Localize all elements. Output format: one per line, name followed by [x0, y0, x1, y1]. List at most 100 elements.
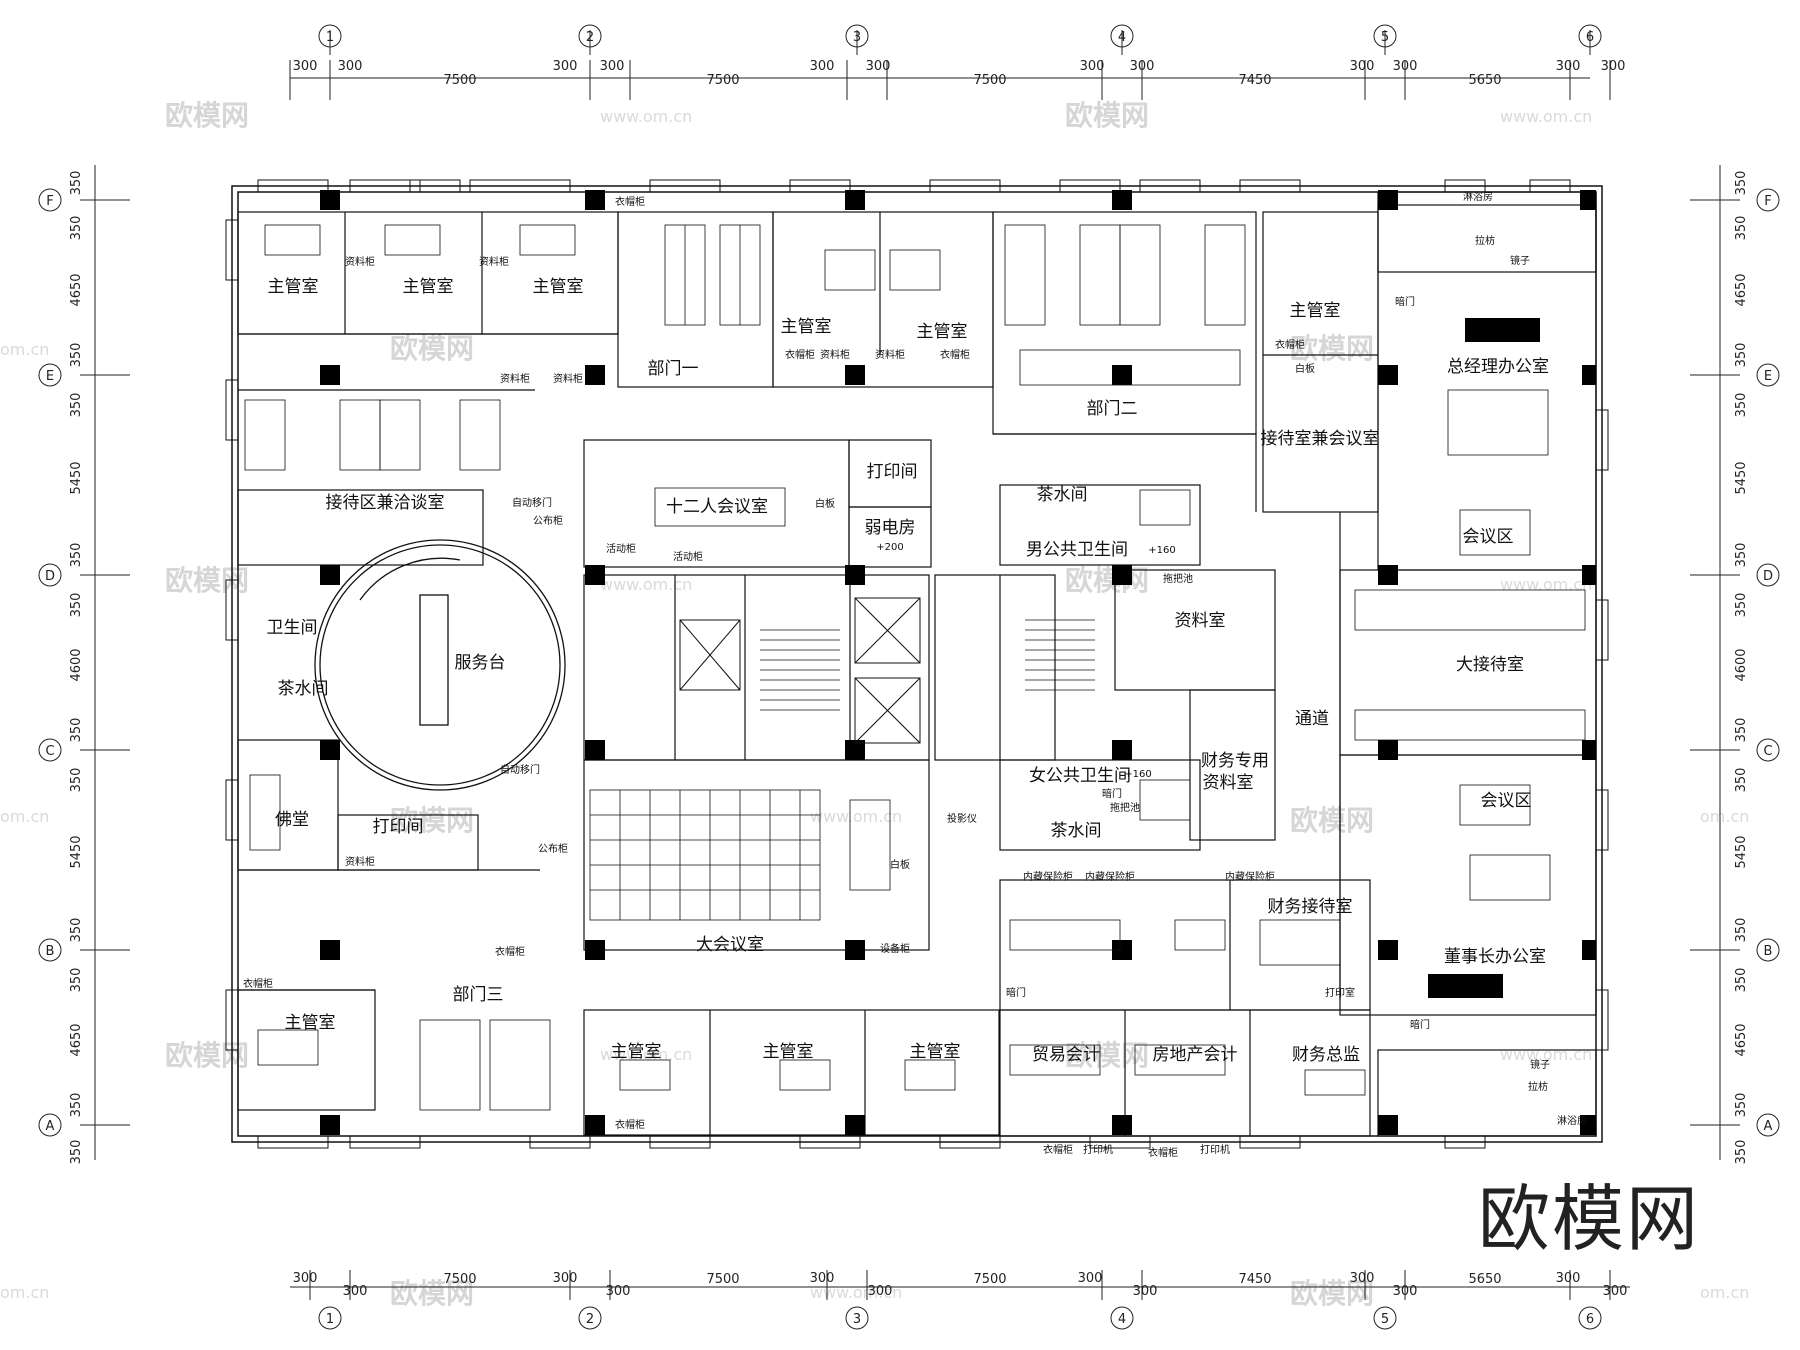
dim-span-D-C: 4600 — [69, 648, 84, 681]
axis-label-C: C — [45, 744, 54, 759]
dim-offset: 350 — [69, 593, 84, 618]
room-label-archive: 资料室 — [1175, 611, 1226, 631]
room-label-chairman-office: 董事长办公室 — [1444, 947, 1546, 967]
brand-logo: 欧模网 — [1478, 1177, 1701, 1261]
grid-axes-right — [1756, 188, 1780, 1137]
room-label-trade-accounting: 贸易会计 — [1032, 1045, 1100, 1065]
dim-span-3-4: 7500 — [973, 73, 1006, 88]
dim-span-E-D: 5450 — [69, 461, 84, 494]
room-label-meeting-area: 会议区 — [1463, 527, 1514, 547]
dimension-bottom — [290, 1270, 1630, 1300]
room-label-manager: 主管室 — [763, 1042, 814, 1062]
dim-offset: 300 — [1393, 1284, 1418, 1299]
dim-offset: 300 — [553, 1271, 578, 1286]
axis-label-1: 1 — [326, 1312, 334, 1327]
axis-label-1: 1 — [326, 30, 334, 45]
axis-label-B: B — [1764, 944, 1773, 959]
dim-offset: 300 — [1350, 1271, 1375, 1286]
service-desk-ring — [314, 539, 566, 791]
dim-offset: 350 — [69, 393, 84, 418]
room-label-manager: 主管室 — [285, 1013, 336, 1033]
note-wardrobe: 衣帽柜 — [940, 348, 970, 361]
room-label-dept3: 部门三 — [453, 985, 504, 1005]
room-label-print: 打印间 — [373, 817, 424, 837]
note-projector: 投影仪 — [947, 812, 977, 825]
note-mop-sink: 拖把池 — [1110, 801, 1140, 814]
dim-offset: 350 — [1734, 171, 1749, 196]
axis-label-3: 3 — [853, 30, 861, 45]
dim-offset: 300 — [1601, 59, 1626, 74]
dim-offset: 350 — [1734, 1140, 1749, 1165]
watermark-text: 欧模网 — [390, 332, 474, 365]
grid-axes-bottom — [318, 1306, 1602, 1330]
room-label-dept1: 部门一 — [648, 359, 699, 379]
note-hidden-door: 暗门 — [1395, 295, 1415, 308]
note-printer: 打印机 — [1083, 1143, 1113, 1156]
watermark-text: 欧模网 — [1065, 99, 1149, 132]
dim-span-D-C: 4600 — [1734, 648, 1749, 681]
watermark-url: www.om.cn — [1500, 575, 1592, 594]
note-auto-door: 自动移门 — [500, 763, 540, 776]
dim-span-2-3: 7500 — [706, 73, 739, 88]
dimension-right — [1690, 165, 1740, 1160]
dim-offset: 350 — [69, 171, 84, 196]
dim-offset: 350 — [1734, 216, 1749, 241]
note-safe: 内藏保险柜 — [1085, 870, 1135, 883]
dim-offset: 350 — [1734, 1093, 1749, 1118]
room-label-pantry: 茶水间 — [278, 679, 329, 699]
note-hidden-door: 暗门 — [1006, 986, 1026, 999]
room-label-manager: 主管室 — [781, 317, 832, 337]
axis-label-B: B — [46, 944, 55, 959]
dim-span-1-2: 7500 — [443, 73, 476, 88]
room-label-reception-talk: 接待区兼洽谈室 — [326, 493, 445, 513]
stairs — [760, 619, 1095, 711]
room-label-toilet: 卫生间 — [267, 618, 318, 638]
dim-offset: 300 — [293, 59, 318, 74]
room-label-big-reception: 大接待室 — [1456, 655, 1524, 675]
dim-offset: 300 — [866, 59, 891, 74]
room-label-12p-meeting: 十二人会议室 — [666, 497, 768, 517]
note-file-cabinet: 资料柜 — [500, 372, 530, 385]
axis-label-A: A — [46, 1119, 55, 1134]
room-label-manager: 主管室 — [917, 322, 968, 342]
room-label-shrine: 佛堂 — [275, 810, 309, 830]
axis-label-E: E — [1764, 369, 1772, 384]
watermark-url: www.om.cn — [1500, 107, 1592, 126]
note-rail: 拉枋 — [1528, 1080, 1548, 1093]
room-label-men-toilet: 男公共卫生间 — [1026, 540, 1128, 560]
room-label-finance-archive: 资料室 — [1203, 773, 1254, 793]
dim-offset: 300 — [293, 1271, 318, 1286]
dim-span-C-B: 5450 — [1734, 835, 1749, 868]
note-file-cabinet: 资料柜 — [345, 855, 375, 868]
room-label-reception-meeting: 接待室兼会议室 — [1261, 429, 1380, 449]
watermark-text: 欧模网 — [390, 804, 474, 837]
note-safe: 内藏保险柜 — [1023, 870, 1073, 883]
dim-span-B-A: 4650 — [1734, 1023, 1749, 1056]
note-rail: 拉枋 — [1475, 234, 1495, 247]
dimension-top — [289, 30, 1611, 100]
axis-label-4: 4 — [1118, 1312, 1126, 1327]
grid-axes-top — [318, 24, 1602, 48]
note-shower: 淋浴房 — [1463, 190, 1493, 203]
dim-span-F-E: 4650 — [1734, 273, 1749, 306]
room-label-big-meeting: 大会议室 — [696, 935, 764, 955]
dim-offset: 300 — [810, 1271, 835, 1286]
axis-label-E: E — [46, 369, 54, 384]
dim-span-5-6: 5650 — [1468, 1272, 1501, 1287]
dim-offset: 300 — [600, 59, 625, 74]
room-label-realestate-accounting: 房地产会计 — [1153, 1045, 1238, 1065]
axis-label-3: 3 — [853, 1312, 861, 1327]
watermark-text: 欧模网 — [1290, 1277, 1374, 1310]
dim-offset: 350 — [1734, 593, 1749, 618]
watermark-url: www.om.cn — [810, 807, 902, 826]
dim-span-4-5: 7450 — [1238, 1272, 1271, 1287]
note-wardrobe: 衣帽柜 — [1148, 1146, 1178, 1159]
dim-offset: 350 — [69, 1140, 84, 1165]
dim-offset: 350 — [1734, 393, 1749, 418]
note-whiteboard: 白板 — [890, 858, 910, 871]
note-file-cabinet: 资料柜 — [479, 255, 509, 268]
axis-label-A: A — [1764, 1119, 1773, 1134]
dim-offset: 300 — [868, 1284, 893, 1299]
dimension-left — [80, 165, 130, 1160]
